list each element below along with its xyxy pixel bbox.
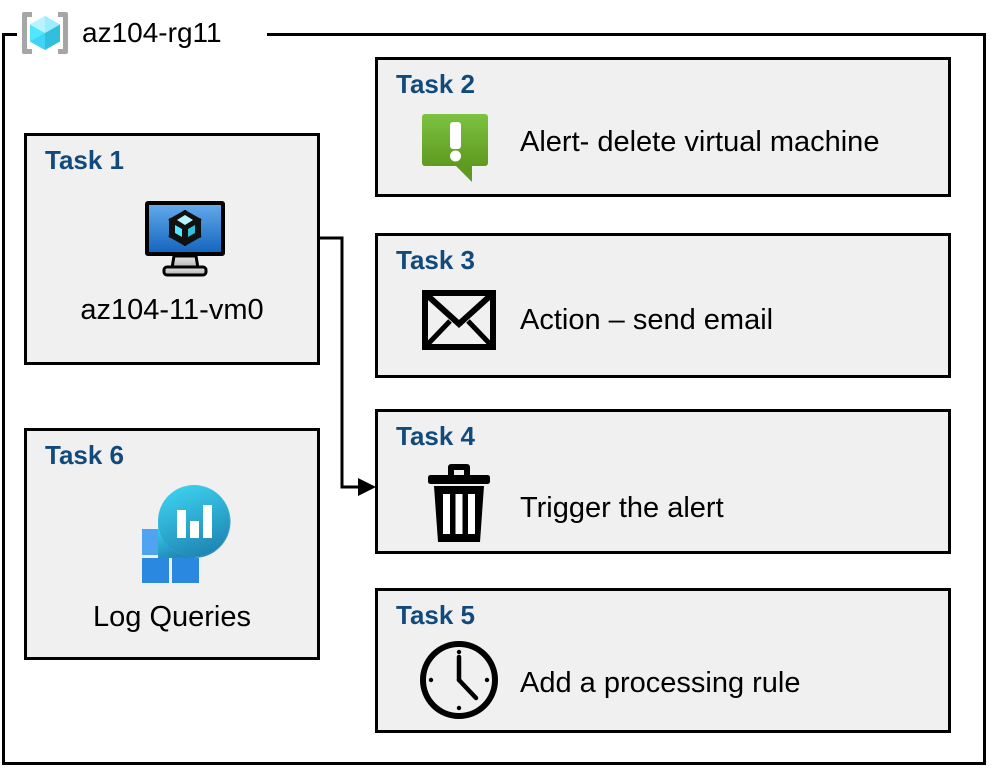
email-envelope-icon [422, 290, 496, 350]
task-title: Task 2 [396, 69, 476, 99]
task-card-task1[interactable]: Task 1 [24, 133, 320, 365]
resource-group-frame-top [267, 33, 986, 36]
alert-exclamation-icon [420, 112, 494, 184]
task-caption: Log Queries [93, 601, 251, 633]
task-card-task2[interactable]: Task 2 Alert- delete virtual machine [375, 57, 951, 197]
task-title: Task 5 [396, 600, 476, 630]
task-title: Task 6 [45, 440, 125, 470]
task-caption: Alert- delete virtual machine [520, 126, 880, 158]
resource-group-frame-bottom [2, 762, 986, 765]
task-title: Task 1 [45, 145, 125, 175]
task-card-task6[interactable]: Task 6 [24, 428, 320, 660]
task-title: Task 3 [396, 245, 476, 275]
task-card-task3[interactable]: Task 3 Action – send email [375, 233, 951, 378]
virtual-machine-icon [140, 198, 230, 280]
resource-group-label: az104-rg11 [18, 4, 228, 62]
resource-group-frame-right [983, 33, 986, 765]
task-card-task5[interactable]: Task 5 Add a processing rule [375, 588, 951, 733]
task-card-task4[interactable]: Task 4 Trigger the alert [375, 409, 951, 554]
resource-group-name: az104-rg11 [82, 17, 222, 48]
task-title: Task 4 [396, 421, 476, 451]
task-caption: az104-11-vm0 [80, 294, 264, 326]
trash-delete-icon [426, 462, 492, 544]
resource-group-frame-top-stub [2, 33, 17, 36]
task-caption: Add a processing rule [520, 667, 801, 699]
log-analytics-icon [132, 483, 232, 584]
resource-group-frame-left [2, 33, 5, 765]
task-caption: Action – send email [520, 304, 774, 336]
task-caption: Trigger the alert [520, 492, 724, 524]
resource-group-cube-icon [18, 8, 72, 58]
clock-icon [418, 639, 500, 721]
